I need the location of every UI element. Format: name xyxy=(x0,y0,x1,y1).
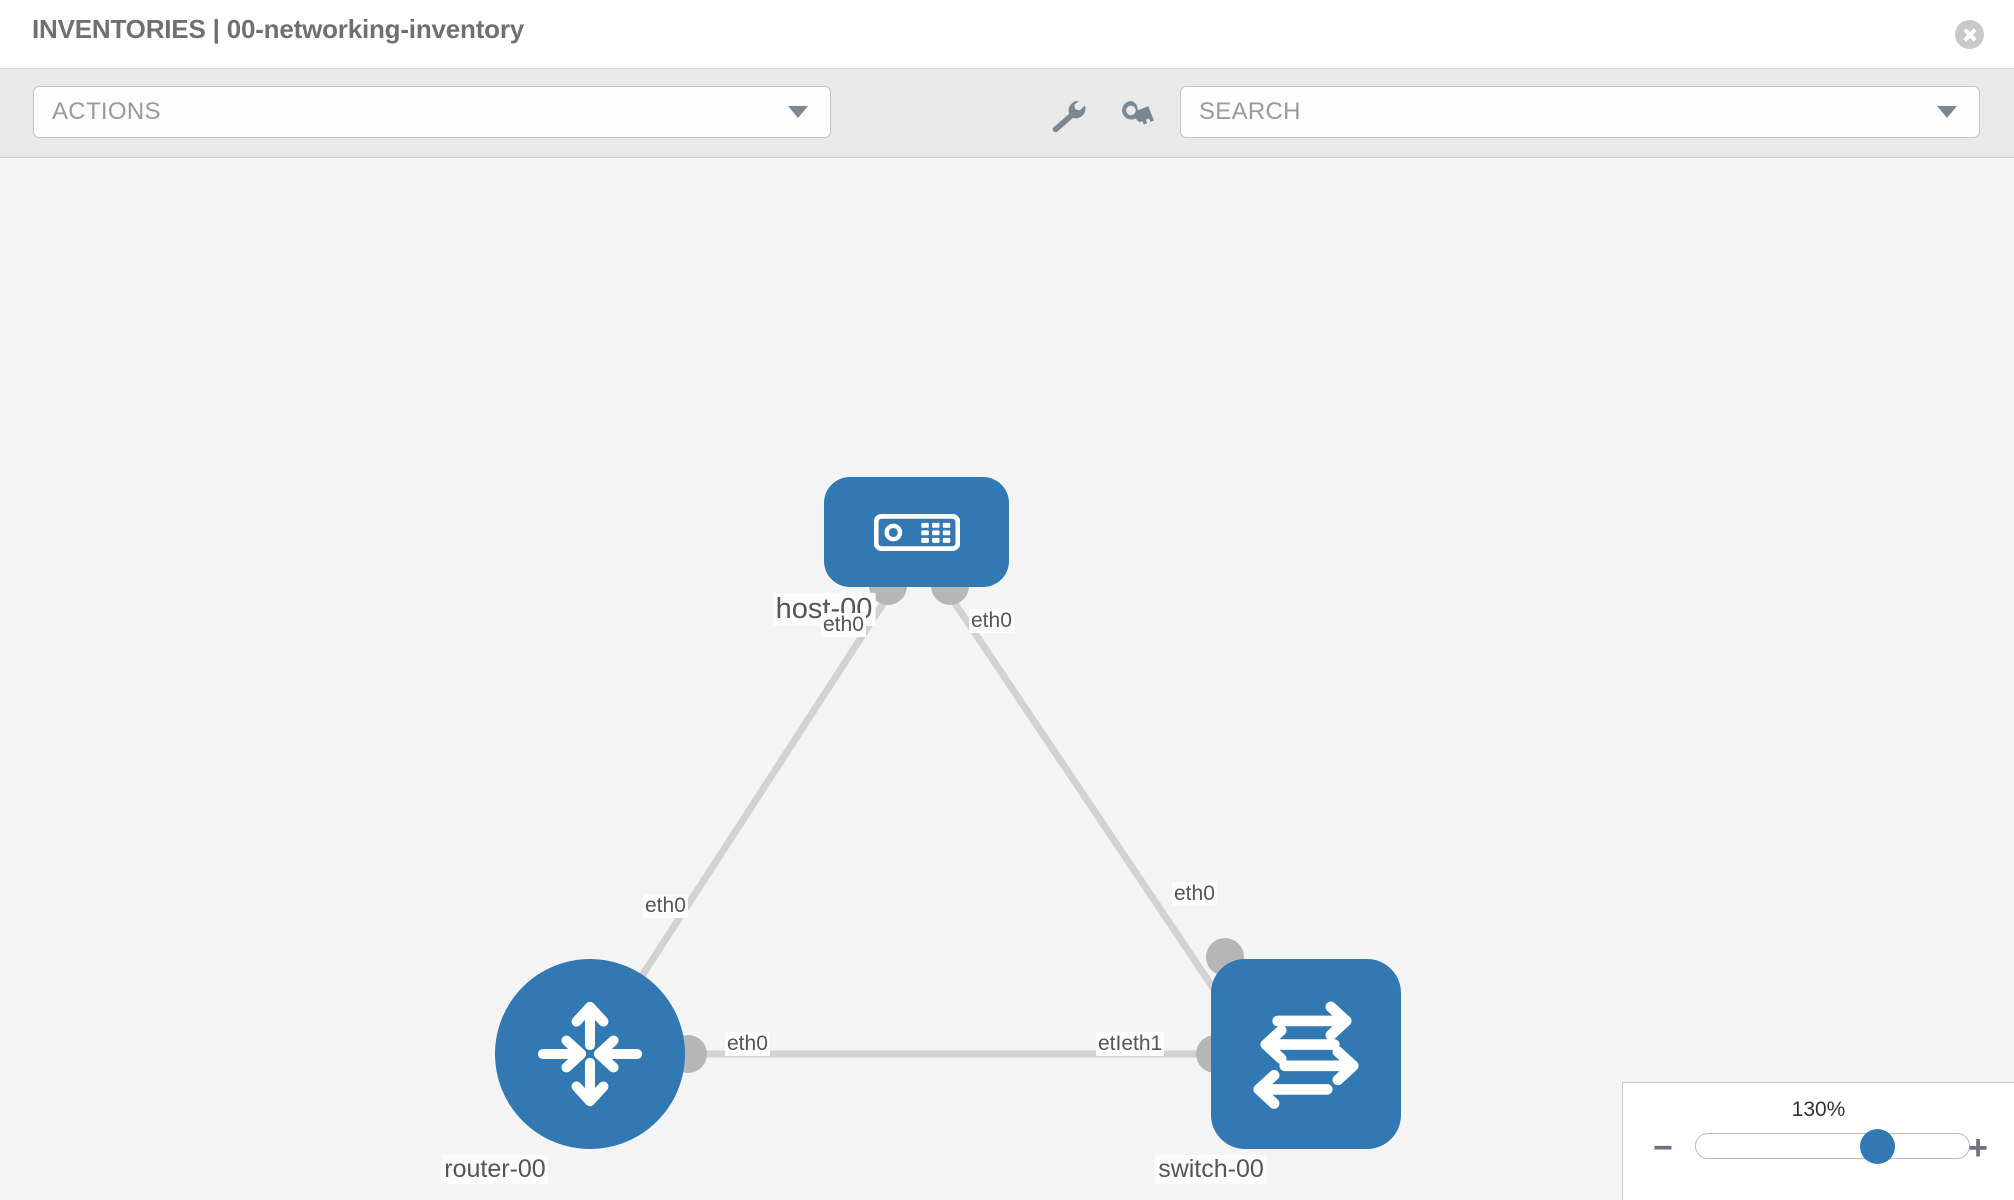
edge-host-router[interactable] xyxy=(611,594,891,1021)
close-icon[interactable] xyxy=(1955,20,1984,49)
four-way-arrows-icon xyxy=(537,1001,643,1107)
chevron-down-icon xyxy=(1937,106,1957,118)
zoom-slider-track[interactable] xyxy=(1695,1129,1970,1164)
edge-host-switch[interactable] xyxy=(947,594,1231,1012)
wrench-icon-svg xyxy=(1052,100,1086,133)
key-icon[interactable] xyxy=(1118,97,1160,133)
node-router-00-shape[interactable] xyxy=(495,959,685,1149)
topology-canvas[interactable]: host-00 router-00 xyxy=(0,159,2014,1200)
node-switch-00-shape[interactable] xyxy=(1211,959,1401,1149)
zoom-in-button[interactable]: + xyxy=(1968,1129,1988,1167)
page-title: INVENTORIES | 00-networking-inventory xyxy=(32,14,525,44)
page-header: INVENTORIES | 00-networking-inventory xyxy=(0,0,2014,69)
toolbar: ACTIONS SEARCH xyxy=(0,69,2014,158)
zoom-level-label: 130% xyxy=(1791,1098,1846,1121)
chevron-down-icon xyxy=(788,106,808,118)
search-input-value: SEARCH xyxy=(1199,98,1301,125)
search-input[interactable]: SEARCH xyxy=(1180,86,1980,138)
topology-edges xyxy=(611,594,1231,1058)
node-switch-00-label: switch-00 xyxy=(1155,1155,1267,1184)
edge-label-host-right: eth0 xyxy=(969,609,1014,634)
node-host-00-shape[interactable] xyxy=(824,477,1009,587)
switch-arrows-icon xyxy=(1253,1001,1359,1109)
zoom-out-button[interactable]: − xyxy=(1653,1129,1673,1167)
wrench-icon[interactable] xyxy=(1047,97,1089,133)
edge-label-router-up: eth0 xyxy=(643,894,688,919)
zoom-slider-handle[interactable] xyxy=(1860,1129,1895,1164)
edge-label-router-right: eth0 xyxy=(725,1032,770,1057)
edge-label-switch-left: etIeth1 xyxy=(1096,1032,1165,1057)
zoom-control-panel: 130% − + xyxy=(1622,1082,2014,1200)
edge-label-switch-up: eth0 xyxy=(1172,882,1217,907)
node-router-00-label: router-00 xyxy=(441,1155,549,1184)
edge-label-host-left: eth0 xyxy=(821,613,866,638)
actions-dropdown[interactable]: ACTIONS xyxy=(33,86,831,138)
key-icon-svg xyxy=(1122,100,1154,125)
server-icon xyxy=(873,513,960,551)
actions-dropdown-label: ACTIONS xyxy=(52,98,161,125)
